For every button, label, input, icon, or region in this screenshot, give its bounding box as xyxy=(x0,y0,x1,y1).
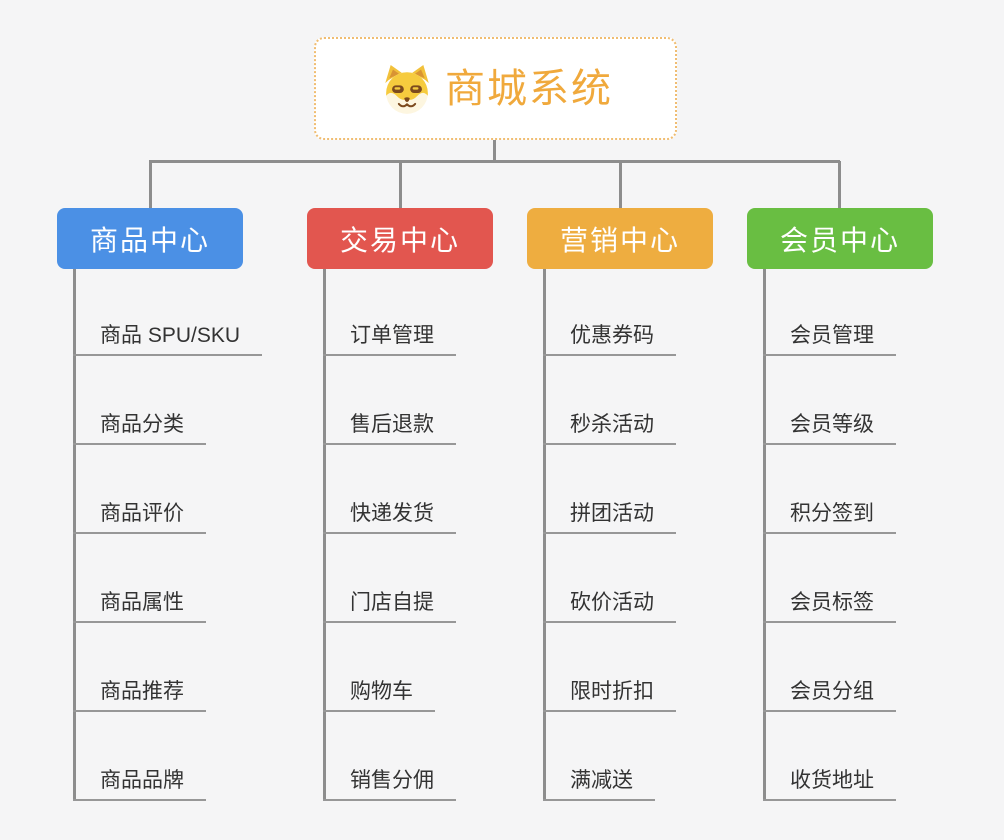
topic-item[interactable]: 订单管理 xyxy=(323,322,456,356)
topic-item[interactable]: 商品品牌 xyxy=(73,767,206,801)
topic-item[interactable]: 商品评价 xyxy=(73,500,206,534)
topic-item[interactable]: 砍价活动 xyxy=(543,589,676,623)
branch-label: 商品中心 xyxy=(89,224,210,256)
topic-item[interactable]: 优惠券码 xyxy=(543,322,676,356)
branch-node-trade[interactable]: 交易中心 xyxy=(307,208,493,269)
topic-item[interactable]: 收货地址 xyxy=(763,767,896,801)
topic-item[interactable]: 会员管理 xyxy=(763,322,896,356)
topic-item[interactable]: 商品属性 xyxy=(73,589,206,623)
branch-member-center: 会员中心 会员管理 会员等级 积分签到 会员标签 会员分组 收货地址 xyxy=(747,208,933,801)
root-node[interactable]: 商城系统 xyxy=(314,37,677,140)
branch-items-trade: 订单管理 售后退款 快递发货 门店自提 购物车 销售分佣 xyxy=(323,269,583,801)
branch-node-product[interactable]: 商品中心 xyxy=(57,208,243,269)
topic-item[interactable]: 门店自提 xyxy=(323,589,456,623)
topic-item[interactable]: 满减送 xyxy=(543,767,655,801)
topic-item[interactable]: 限时折扣 xyxy=(543,678,676,712)
connector-drop-trade xyxy=(399,161,402,208)
topic-item[interactable]: 销售分佣 xyxy=(323,767,456,801)
topic-item[interactable]: 商品分类 xyxy=(73,411,206,445)
connector-drop-product xyxy=(149,161,152,208)
connector-drop-marketing xyxy=(619,161,622,208)
topic-item[interactable]: 会员分组 xyxy=(763,678,896,712)
branch-items-member: 会员管理 会员等级 积分签到 会员标签 会员分组 收货地址 xyxy=(763,269,1004,801)
branch-items-product: 商品 SPU/SKU 商品分类 商品评价 商品属性 商品推荐 商品品牌 xyxy=(73,269,333,801)
branch-marketing-center: 营销中心 优惠券码 秒杀活动 拼团活动 砍价活动 限时折扣 满减送 xyxy=(527,208,713,801)
topic-item[interactable]: 会员等级 xyxy=(763,411,896,445)
connector-horizontal-bar xyxy=(149,160,840,163)
topic-item[interactable]: 积分签到 xyxy=(763,500,896,534)
topic-item[interactable]: 商品 SPU/SKU xyxy=(73,322,263,356)
topic-item[interactable]: 拼团活动 xyxy=(543,500,676,534)
branch-node-member[interactable]: 会员中心 xyxy=(747,208,933,269)
branch-label: 交易中心 xyxy=(339,224,460,256)
topic-item[interactable]: 购物车 xyxy=(323,678,435,712)
branch-items-marketing: 优惠券码 秒杀活动 拼团活动 砍价活动 限时折扣 满减送 xyxy=(543,269,803,801)
dog-face-icon xyxy=(385,64,429,114)
branch-label: 会员中心 xyxy=(779,224,900,256)
branch-product-center: 商品中心 商品 SPU/SKU 商品分类 商品评价 商品属性 商品推荐 商品品牌 xyxy=(57,208,263,801)
branch-trade-center: 交易中心 订单管理 售后退款 快递发货 门店自提 购物车 销售分佣 xyxy=(307,208,493,801)
topic-item[interactable]: 会员标签 xyxy=(763,589,896,623)
root-title: 商城系统 xyxy=(445,66,613,111)
topic-item[interactable]: 快递发货 xyxy=(323,500,456,534)
branch-label: 营销中心 xyxy=(559,224,680,256)
topic-item[interactable]: 秒杀活动 xyxy=(543,411,676,445)
connector-drop-member xyxy=(838,161,841,208)
topic-item[interactable]: 商品推荐 xyxy=(73,678,206,712)
topic-item[interactable]: 售后退款 xyxy=(323,411,456,445)
branch-node-marketing[interactable]: 营销中心 xyxy=(527,208,713,269)
connector-root-trunk xyxy=(493,140,496,162)
